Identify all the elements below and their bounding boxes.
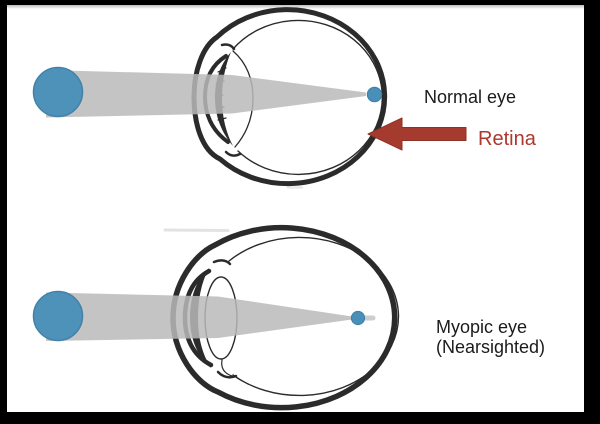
myopic-eye-retina-line: [228, 236, 400, 397]
object-disc-myopic: [32, 290, 84, 342]
myopic-eye-zonule-line: [221, 359, 233, 377]
myopic-eye-lens-crescent: [190, 268, 211, 368]
normal-eye-ciliary-bottom: [224, 150, 242, 157]
normal-eye-ciliary-top: [220, 43, 236, 51]
faint-streak: [163, 228, 230, 232]
myopic-eye-ciliary-bottom: [216, 370, 238, 379]
focal-point-normal: [366, 86, 383, 103]
normal-eye-panel: [32, 7, 467, 187]
myopic-eye-label-line2: (Nearsighted): [436, 337, 546, 357]
normal-eye-label: Normal eye: [424, 87, 517, 107]
object-disc-normal: [32, 66, 84, 118]
myopic-eye-label: Myopic eye (Nearsighted): [436, 317, 545, 357]
myopic-eye-ciliary-top: [212, 259, 232, 266]
myopic-eye-panel: [32, 224, 400, 411]
retina-label: Retina: [478, 128, 536, 150]
focal-point-myopic: [350, 310, 366, 326]
retina-arrow-icon: [367, 117, 467, 151]
myopic-eye-label-line1: Myopic eye: [436, 317, 528, 337]
light-beam-normal: [46, 70, 366, 118]
light-beam-myopic: [46, 292, 352, 341]
normal-eye-retina-line: [232, 19, 383, 176]
